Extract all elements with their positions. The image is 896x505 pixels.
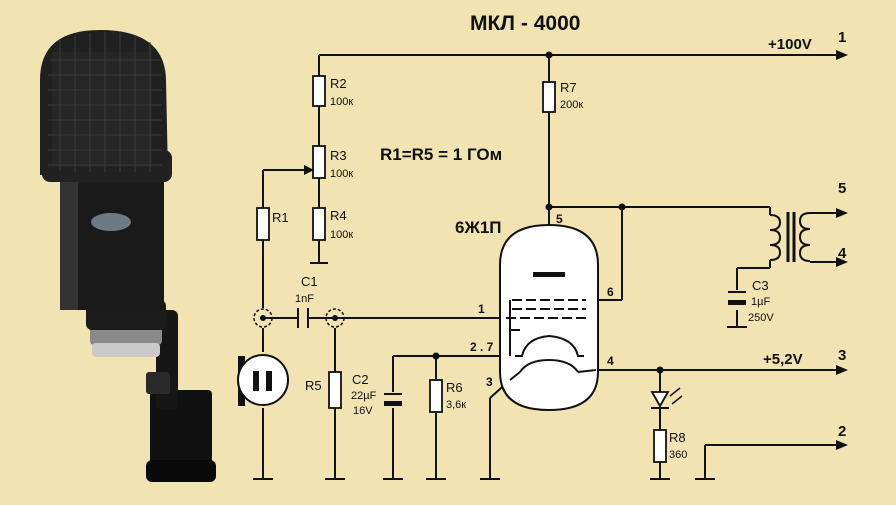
c3-voltage: 250V bbox=[748, 312, 774, 324]
r7-ref: R7 bbox=[560, 80, 577, 95]
tube-pin-2-7: 2 . 7 bbox=[470, 340, 494, 354]
tube-pin-6: 6 bbox=[607, 285, 614, 299]
tube-name: 6Ж1П bbox=[455, 218, 502, 237]
r5-ref: R5 bbox=[305, 378, 322, 393]
r6-value: 3,6к bbox=[446, 399, 466, 411]
r7-resistor bbox=[542, 81, 556, 113]
r8-resistor bbox=[653, 429, 667, 463]
r7-value: 200к bbox=[560, 99, 583, 111]
tube-pin-3: 3 bbox=[486, 375, 493, 389]
terminal-3-label: +5,2V bbox=[763, 351, 803, 368]
r2-resistor bbox=[312, 75, 326, 107]
output-transformer bbox=[769, 212, 811, 262]
terminal-1-number: 1 bbox=[838, 29, 846, 46]
tube-pin-1: 1 bbox=[478, 302, 485, 316]
r3-ref: R3 bbox=[330, 148, 347, 163]
c1-capacitor bbox=[297, 308, 309, 328]
circuit-wires bbox=[253, 50, 848, 480]
r2-ref: R2 bbox=[330, 76, 347, 91]
terminal-1-label: +100V bbox=[768, 36, 812, 53]
c3-ref: C3 bbox=[752, 278, 769, 293]
terminal-4-number: 4 bbox=[838, 245, 847, 262]
mic-capsule-symbol bbox=[237, 354, 289, 406]
led-indicator bbox=[650, 387, 683, 409]
r6-ref: R6 bbox=[446, 380, 463, 395]
r1-resistor bbox=[256, 207, 270, 241]
resistor-bodies bbox=[256, 75, 667, 463]
c2-voltage: 16V bbox=[353, 405, 373, 417]
terminal-2-number: 2 bbox=[838, 423, 846, 440]
c1-value: 1nF bbox=[295, 293, 314, 305]
r6-resistor bbox=[429, 379, 443, 413]
tube-pin-5: 5 bbox=[556, 212, 563, 226]
c1-ref: C1 bbox=[301, 274, 318, 289]
r8-ref: R8 bbox=[669, 430, 686, 445]
r3-resistor bbox=[312, 145, 326, 179]
r5-resistor bbox=[328, 371, 342, 409]
r1-ref: R1 bbox=[272, 210, 289, 225]
resistor-note: R1=R5 = 1 ГОм bbox=[380, 145, 502, 164]
schematic-title: МКЛ - 4000 bbox=[470, 12, 580, 35]
terminal-3-number: 3 bbox=[838, 347, 846, 364]
terminal-5-number: 5 bbox=[838, 180, 846, 197]
c3-capacitor bbox=[728, 291, 746, 305]
junction-dots bbox=[432, 51, 664, 374]
c3-value: 1µF bbox=[751, 296, 770, 308]
r8-value: 360 bbox=[669, 449, 687, 461]
c2-capacitor bbox=[384, 393, 402, 406]
vacuum-tube-6zh1p bbox=[499, 223, 599, 412]
shield-connectors bbox=[253, 308, 345, 328]
c2-value: 22µF bbox=[351, 390, 377, 402]
c2-ref: C2 bbox=[352, 372, 369, 387]
r2-value: 100к bbox=[330, 96, 353, 108]
r4-ref: R4 bbox=[330, 208, 347, 223]
r3-value: 100к bbox=[330, 168, 353, 180]
r4-value: 100к bbox=[330, 229, 353, 241]
microphone-illustration bbox=[40, 30, 216, 482]
r4-resistor bbox=[312, 207, 326, 241]
tube-pin-4: 4 bbox=[607, 354, 614, 368]
